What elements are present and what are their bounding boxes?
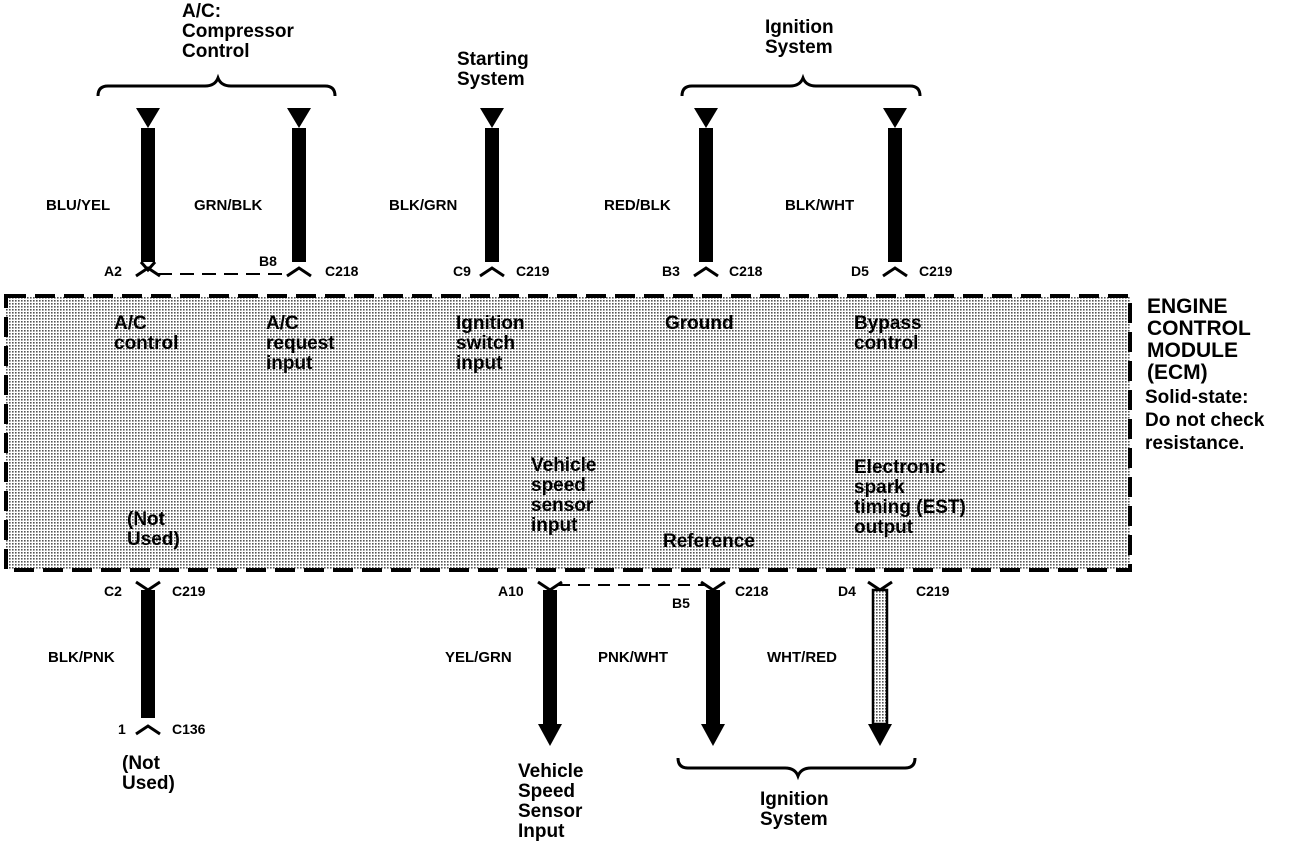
wire-yel-grn (537, 580, 563, 746)
wire-wht-red (867, 580, 893, 746)
pin-d5: D5 (851, 263, 869, 279)
pin-d4: D4 (838, 583, 856, 599)
bracket-ac-compressor (96, 73, 337, 97)
bracket-ignition-top (680, 73, 922, 97)
ecm-title: ENGINE CONTROL MODULE (ECM) (1147, 295, 1251, 385)
bracket-ignition-bottom (676, 757, 917, 781)
pin-a2: A2 (104, 263, 122, 279)
func-bypass-control: Bypass control (854, 313, 922, 354)
connector-c219-b: C219 (919, 263, 953, 279)
group-starting-system: Starting System (457, 49, 529, 90)
func-ac-request-input: A/C request input (266, 313, 335, 374)
pin-b5: B5 (672, 595, 690, 611)
wire-label-yel-grn: YEL/GRN (445, 649, 512, 666)
wire-pnk-wht (700, 580, 726, 746)
group-ignition-bottom: Ignition System (760, 789, 829, 830)
func-reference: Reference (663, 531, 755, 552)
wire-label-blk-grn: BLK/GRN (389, 197, 458, 214)
connector-c219-c: C219 (172, 583, 206, 599)
func-ignition-switch-input: Ignition switch input (456, 313, 525, 374)
connector-c218-c: C218 (735, 583, 769, 599)
wire-label-blk-wht: BLK/WHT (785, 197, 855, 214)
wire-blu-yel (135, 108, 161, 278)
wire-label-pnk-wht: PNK/WHT (598, 649, 668, 666)
wire-blk-grn (479, 108, 505, 278)
group-ac-compressor: A/C: Compressor Control (182, 1, 294, 62)
wire-red-blk (693, 108, 719, 278)
pin-c2: C2 (104, 583, 122, 599)
func-est-output: Electronic spark timing (EST) output (854, 457, 966, 538)
wire-blk-pnk (135, 580, 161, 736)
func-ac-control: A/C control (114, 313, 179, 354)
connector-c219-a: C219 (516, 263, 550, 279)
wire-grn-blk (286, 108, 312, 278)
wire-label-blk-pnk: BLK/PNK (48, 649, 115, 666)
pin-b3: B3 (662, 263, 680, 279)
wire-label-blu-yel: BLU/YEL (46, 197, 111, 214)
ecm-box (4, 294, 1132, 572)
wire-label-red-blk: RED/BLK (604, 197, 671, 214)
pin-a10: A10 (498, 583, 524, 599)
group-not-used-bottom: (Not Used) (122, 753, 175, 794)
func-not-used: (Not Used) (127, 509, 180, 550)
func-ground: Ground (665, 313, 734, 334)
func-vehicle-speed-sensor-input: Vehicle speed sensor input (531, 455, 597, 536)
wire-label-wht-red: WHT/RED (767, 649, 837, 666)
connector-c218-a: C218 (325, 263, 359, 279)
pin-c9: C9 (453, 263, 471, 279)
pin-b8: B8 (259, 253, 277, 269)
group-vss-input-bottom: Vehicle Speed Sensor Input (518, 761, 584, 842)
wire-blk-wht (882, 108, 908, 278)
connector-c219-d: C219 (916, 583, 950, 599)
connector-c218-b: C218 (729, 263, 763, 279)
wire-label-grn-blk: GRN/BLK (194, 197, 263, 214)
pin-1: 1 (118, 721, 126, 737)
ecm-note: Solid-state: Do not check resistance. (1145, 387, 1265, 454)
group-ignition-top: Ignition System (765, 17, 834, 58)
connector-c136: C136 (172, 721, 206, 737)
